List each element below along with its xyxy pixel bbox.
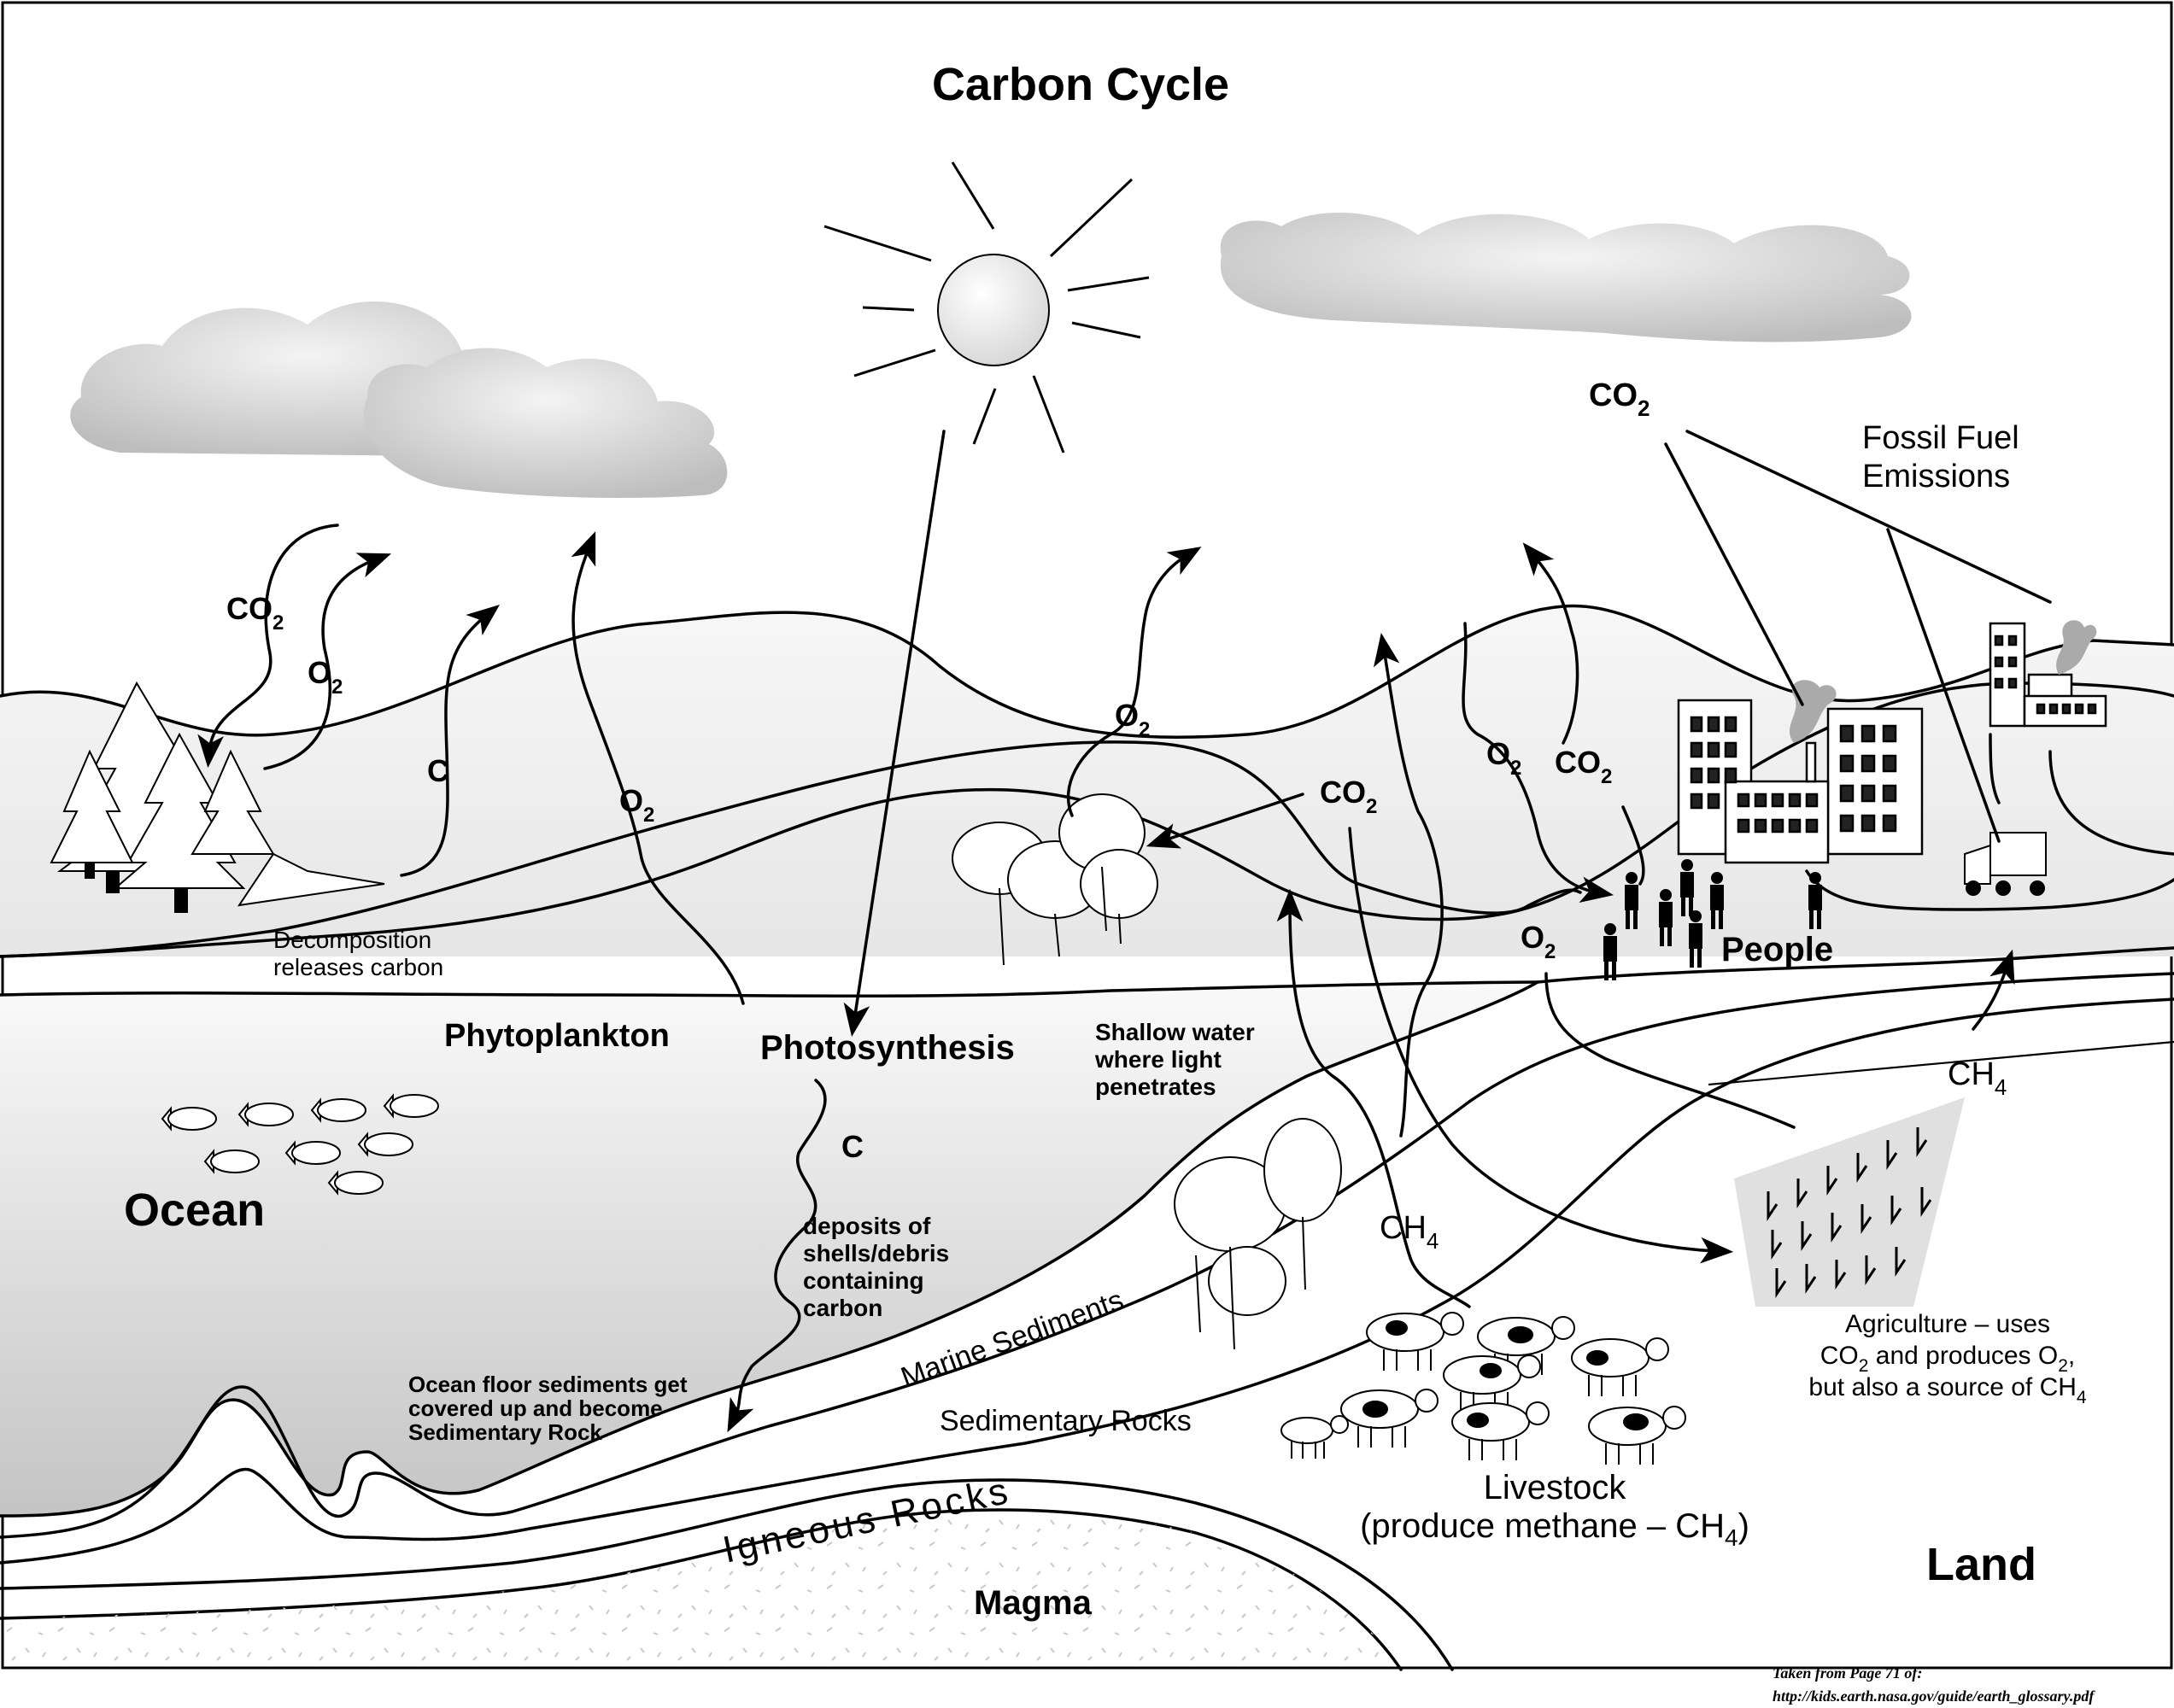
label-o2-phyto: O2 <box>619 783 654 827</box>
label-agriculture-3: but also a source of CH4 <box>1808 1373 2087 1407</box>
label-livestock-2: (produce methane – CH4) <box>1360 1507 1749 1551</box>
phytoplankton-o2-arrow <box>571 531 745 1005</box>
label-livestock-1: Livestock <box>1484 1469 1627 1506</box>
label-c-decomp: C <box>427 753 449 788</box>
livestock-ch4-arrow <box>1276 888 1471 1308</box>
source-credit-2: http://kids.earth.nasa.gov/guide/earth_g… <box>1773 1688 2095 1705</box>
label-sedimentary-rocks: Sedimentary Rocks <box>940 1405 1192 1437</box>
igneous-rocks-top <box>0 1478 1454 1671</box>
label-co2-top: CO2 <box>1589 377 1650 421</box>
label-ocean-floor-1: Ocean floor sediments get <box>408 1372 688 1397</box>
label-o2-left: O2 <box>308 655 343 699</box>
label-fossil-fuel-2: Emissions <box>1862 459 2010 494</box>
label-phytoplankton: Phytoplankton <box>444 1018 670 1054</box>
label-photosynthesis: Photosynthesis <box>760 1029 1015 1067</box>
label-ocean-floor-3: Sedimentary Rock <box>408 1419 602 1445</box>
label-shallow-1: Shallow water <box>1095 1019 1255 1045</box>
hill-fill <box>0 605 2174 956</box>
co2-from-people-arrow <box>1522 542 1579 745</box>
label-ch4-agriculture: CH4 <box>1948 1056 2007 1100</box>
deposits-arrow <box>727 1079 827 1433</box>
cloud-left <box>70 301 728 498</box>
smoke-icon <box>1790 620 2097 743</box>
people-o2-up-arrow <box>1373 633 1444 1138</box>
label-o2-people: O2 <box>1486 736 1521 780</box>
magma-fill <box>0 1509 1401 1667</box>
label-deposits-4: carbon <box>803 1295 882 1321</box>
ocean-fill <box>0 982 1538 1516</box>
land-right-line-2 <box>1805 869 2174 911</box>
label-shallow-3: penetrates <box>1095 1073 1216 1100</box>
fossil-fuel-to-truck-line <box>1886 528 2001 843</box>
co2-to-trees-arrow <box>197 524 339 769</box>
label-people: People <box>1721 931 1833 968</box>
label-co2-left: CO2 <box>226 591 284 635</box>
source-credit-1: Taken from Page 71 of: <box>1773 1664 1922 1682</box>
carbon-flow-curve <box>0 740 1582 958</box>
label-o2-bottom: O2 <box>1521 920 1556 963</box>
deciduous-trees-icon <box>952 793 1342 1350</box>
label-shallow-2: where light <box>1094 1046 1222 1073</box>
co2-to-factory-line <box>1685 430 2052 604</box>
agriculture-ch4-arrow <box>1972 949 2015 1031</box>
label-ocean-floor-2: covered up and become <box>408 1395 663 1421</box>
label-o2-trees: O2 <box>1115 698 1150 741</box>
label-magma: Magma <box>974 1584 1093 1622</box>
sunlight-arrow <box>843 430 946 1038</box>
co2-to-smoke-line <box>1664 442 1804 706</box>
seafloor-slope <box>477 980 1539 1492</box>
label-agriculture-1: Agriculture – uses <box>1845 1310 2050 1338</box>
factory-connector <box>1989 733 2001 804</box>
shoreline <box>1536 946 2174 984</box>
co2-to-trees-arrow-mid <box>1146 793 1304 849</box>
label-decomposition-1: Decomposition <box>273 927 431 953</box>
label-deposits-3: containing <box>803 1267 924 1294</box>
land-contour <box>1708 1040 2174 1086</box>
label-fossil-fuel-1: Fossil Fuel <box>1862 420 2019 456</box>
label-deposits-2: shells/debris <box>803 1240 949 1266</box>
conifer-trees-icon <box>50 681 385 913</box>
label-c-deposits: C <box>841 1129 864 1164</box>
cloud-right <box>1220 212 1912 342</box>
co2-to-agriculture-arrow <box>1348 827 1734 1264</box>
people-to-field-line <box>1544 972 1796 1129</box>
o2-from-trees-arrow <box>263 553 392 770</box>
diagram-title: Carbon Cycle <box>932 59 1229 110</box>
land-right-line <box>2048 750 2174 856</box>
city-buildings-icon <box>1677 622 2107 864</box>
marine-sediments-layer <box>0 972 2174 1539</box>
livestock-icon <box>1280 1312 1686 1465</box>
label-agriculture-2: CO2 and produces O2, <box>1820 1342 2076 1376</box>
ocean-surface-line <box>0 980 1539 997</box>
seafloor-bottom <box>0 1398 480 1518</box>
label-co2-people: CO2 <box>1555 745 1612 788</box>
label-co2-mid: CO2 <box>1320 775 1377 818</box>
trees-o2-arrow <box>1066 547 1202 817</box>
people-icon <box>1603 859 1822 980</box>
label-deposits-1: deposits of <box>803 1213 931 1239</box>
label-decomposition-2: releases carbon <box>273 954 443 980</box>
decomposition-c-arrow <box>400 604 501 877</box>
crop-field-icon <box>1734 1097 1965 1307</box>
label-ch4-livestock: CH4 <box>1380 1210 1439 1254</box>
label-ocean: Ocean <box>124 1184 265 1236</box>
fish-school-icon <box>161 1093 439 1196</box>
label-land: Land <box>1926 1539 2036 1590</box>
o2-to-people-arrow <box>1462 622 1614 904</box>
co2-people-connector <box>1621 805 1645 886</box>
sun-icon <box>823 161 1150 453</box>
